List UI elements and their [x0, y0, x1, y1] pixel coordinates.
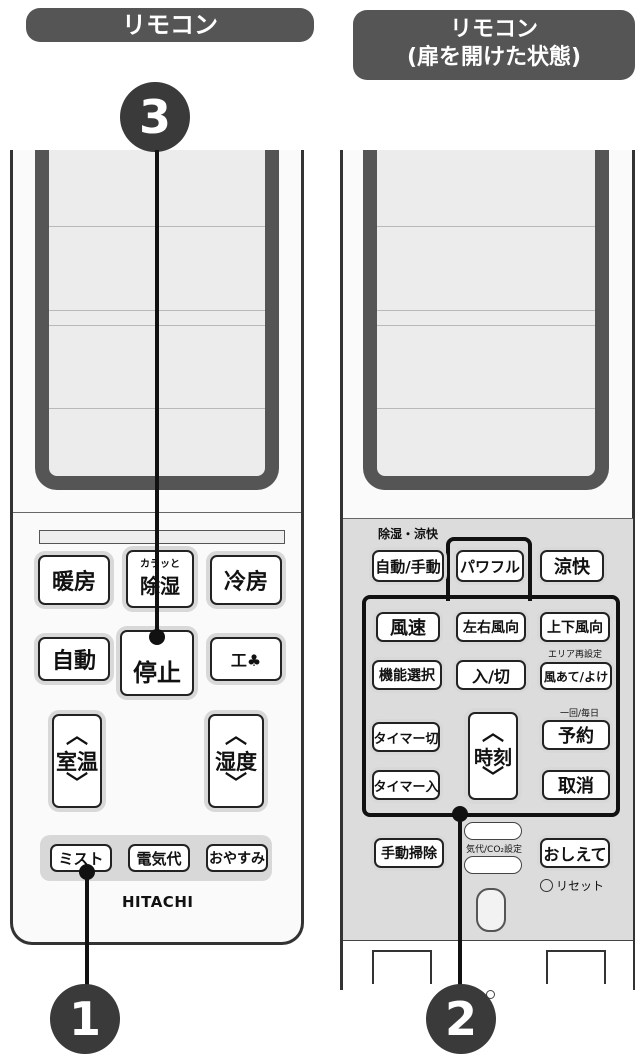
- shitsuon-button[interactable]: ︿ 室温 ﹀: [52, 714, 102, 808]
- fusoku-button[interactable]: 風速: [376, 612, 440, 642]
- left-remote-header: リモコン: [26, 8, 314, 42]
- shitsuon-label: 室温: [56, 750, 98, 774]
- timer-off-button[interactable]: タイマー切: [372, 722, 440, 752]
- kazeate-button[interactable]: 風あて/よけ: [540, 662, 612, 690]
- marker-3: 3: [120, 82, 190, 152]
- kino-label: 機能選択: [379, 668, 435, 684]
- highlight-outline: [362, 595, 620, 817]
- ryokai-button[interactable]: 涼快: [540, 550, 604, 582]
- kazeate-label: 風あて/よけ: [543, 669, 609, 684]
- panel-label-text: 除湿・涼快: [378, 527, 439, 541]
- reset-circle-icon: [540, 879, 553, 892]
- oshiete-label: おしえて: [543, 845, 607, 864]
- ryokai-label: 涼快: [554, 557, 590, 578]
- timer-off-label: タイマー切: [373, 731, 439, 747]
- right-display-screen: [363, 150, 609, 490]
- eco-icon: 工♣: [230, 651, 262, 670]
- denkidai-button[interactable]: 電気代: [128, 844, 190, 872]
- reibo-label: 冷房: [223, 570, 268, 595]
- brand-text: HITACHI: [122, 893, 194, 911]
- shitsuon-up-icon: ︿: [65, 724, 88, 749]
- right-header-line1: リモコン: [449, 17, 538, 42]
- co2-button-bottom[interactable]: [464, 856, 522, 874]
- torikeshi-label: 取消: [558, 776, 594, 797]
- kai-label-text: 一回/毎日: [560, 709, 600, 719]
- irikiri-label: 入/切: [472, 667, 510, 686]
- marker-3-leader: [155, 150, 159, 640]
- area-label: エリア再設定: [548, 647, 602, 660]
- irikiri-button[interactable]: 入/切: [456, 660, 526, 690]
- torikeshi-button[interactable]: 取消: [542, 770, 610, 800]
- power-button[interactable]: パワフル: [456, 550, 524, 582]
- kai-label: 一回/毎日: [560, 706, 599, 719]
- joge-label: 上下風向: [547, 620, 603, 636]
- shitsudo-down-icon: ﹀: [224, 772, 247, 797]
- reset-label: リセット: [556, 879, 605, 893]
- eco-button[interactable]: 工♣: [210, 637, 282, 681]
- jido-shudo-label: 自動/手動: [375, 557, 441, 576]
- teishi-button[interactable]: 停止: [120, 630, 194, 696]
- jikoku-down-icon: ﹀: [481, 765, 504, 791]
- area-label-text: エリア再設定: [548, 650, 603, 660]
- mist-label: ミスト: [58, 849, 104, 868]
- marker-3-text: 3: [138, 90, 171, 144]
- yoyaku-label: 予約: [558, 726, 594, 747]
- highlight-outline-top: [446, 537, 532, 601]
- joshitsu-label: 除湿: [140, 574, 180, 598]
- shitsudo-label: 湿度: [215, 750, 257, 774]
- shudo-seiso-label: 手動掃除: [381, 846, 437, 862]
- joge-button[interactable]: 上下風向: [540, 612, 610, 642]
- jido-shudo-button[interactable]: 自動/手動: [372, 550, 444, 582]
- oyasumi-label: おやすみ: [209, 851, 265, 867]
- jikoku-up-icon: ︿: [481, 720, 504, 746]
- teishi-label: 停止: [133, 658, 181, 687]
- shitsudo-button[interactable]: ︿ 湿度 ﹀: [208, 714, 264, 808]
- jikoku-button[interactable]: ︿ 時刻 ﹀: [468, 712, 518, 800]
- yoyaku-button[interactable]: 予約: [542, 720, 610, 750]
- right-header-line2: (扉を開けた状態): [406, 45, 582, 70]
- kino-button[interactable]: 機能選択: [372, 660, 442, 690]
- joshitsu-small-label: カラッと: [140, 559, 180, 570]
- marker-2: 2: [426, 984, 496, 1054]
- left-header-text: リモコン: [122, 11, 218, 39]
- co2-button-top[interactable]: [464, 822, 522, 840]
- marker-3-dot: [149, 629, 165, 645]
- indicator-strip: [39, 530, 285, 544]
- marker-1-text: 1: [68, 992, 101, 1046]
- sayu-label: 左右風向: [463, 620, 519, 636]
- power-label: パワフル: [459, 557, 520, 576]
- danbo-label: 暖房: [51, 570, 96, 595]
- jido-button[interactable]: 自動: [38, 637, 110, 681]
- marker-1: 1: [50, 984, 120, 1054]
- shudo-seiso-button[interactable]: 手動掃除: [374, 838, 444, 868]
- denkidai-label: 電気代: [136, 849, 182, 868]
- marker-2-text: 2: [444, 992, 477, 1046]
- battery-slot-icon: [476, 888, 506, 932]
- shitsuon-down-icon: ﹀: [65, 772, 88, 797]
- timer-on-button[interactable]: タイマー入: [372, 770, 440, 800]
- oshiete-button[interactable]: おしえて: [540, 838, 610, 868]
- shitsudo-up-icon: ︿: [224, 724, 247, 749]
- left-latch: [372, 950, 432, 984]
- right-remote-header: リモコン (扉を開けた状態): [353, 10, 635, 80]
- sayu-button[interactable]: 左右風向: [456, 612, 526, 642]
- reset-button[interactable]: リセット: [540, 877, 604, 894]
- fusoku-label: 風速: [390, 618, 426, 639]
- right-latch: [546, 950, 606, 984]
- co2-label-text: 気代/CO₂設定: [466, 845, 523, 855]
- co2-label: 気代/CO₂設定: [466, 842, 522, 855]
- jido-label: 自動: [51, 649, 96, 674]
- marker-1-leader: [85, 870, 89, 992]
- timer-on-label: タイマー入: [373, 779, 439, 795]
- oyasumi-button[interactable]: おやすみ: [206, 844, 268, 872]
- danbo-button[interactable]: 暖房: [38, 555, 110, 605]
- brand-logo: HITACHI: [122, 893, 193, 911]
- panel-label-joshitsu-ryokai: 除湿・涼快: [378, 525, 438, 542]
- joshitsu-button[interactable]: カラッと 除湿: [126, 550, 194, 608]
- marker-2-leader: [458, 812, 462, 992]
- reibo-button[interactable]: 冷房: [210, 555, 282, 605]
- jikoku-label: 時刻: [473, 746, 512, 769]
